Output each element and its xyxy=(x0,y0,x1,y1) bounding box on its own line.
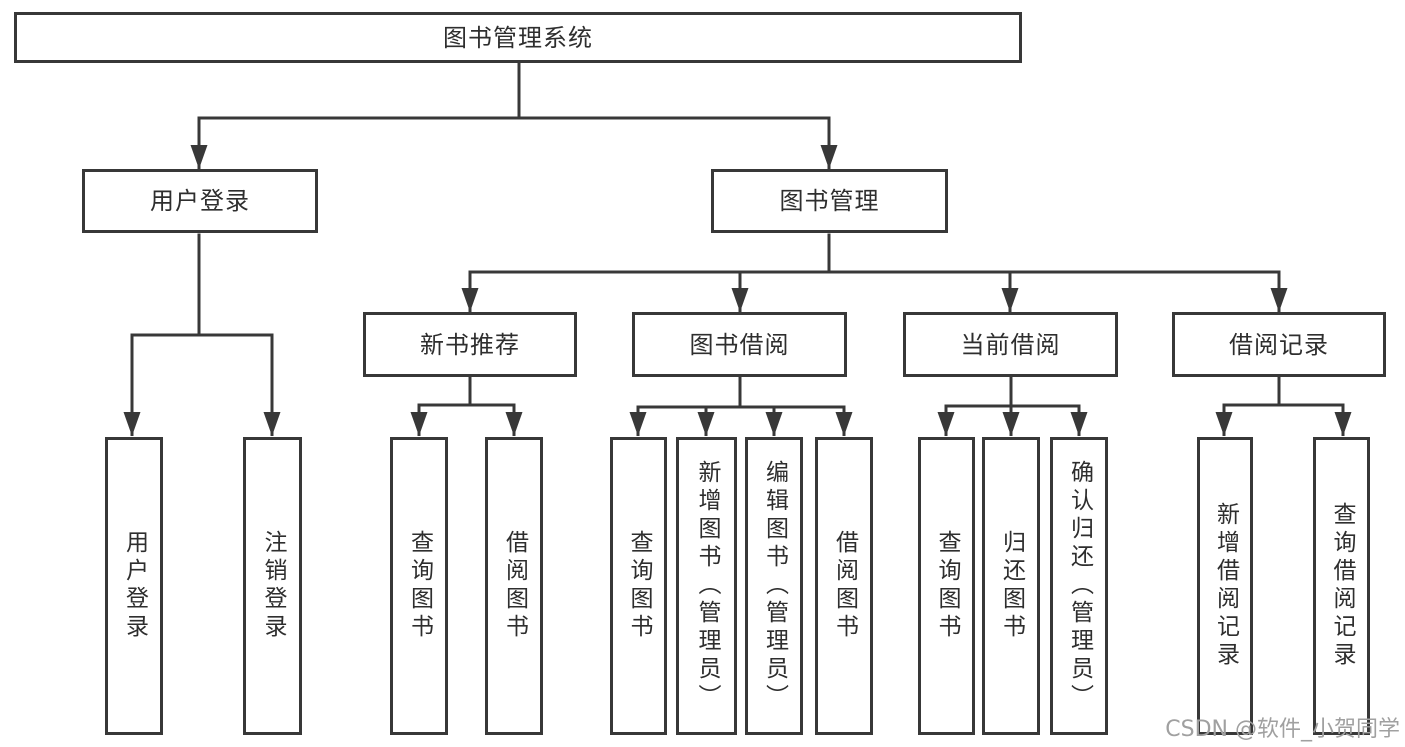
node-label: 注销登录 xyxy=(260,530,286,642)
node-label: 图书管理 xyxy=(779,187,880,215)
node-label: 图书借阅 xyxy=(689,330,790,359)
node-leaf-borrow-books-2: 借阅图书 xyxy=(815,437,873,735)
node-leaf-confirm-return-admin: 确认归还（管理员） xyxy=(1050,437,1108,735)
node-leaf-edit-book-admin: 编辑图书（管理员） xyxy=(745,437,803,735)
node-label: 查询借阅记录 xyxy=(1329,502,1355,670)
node-label: 用户登录 xyxy=(121,530,148,642)
node-label: 查询图书 xyxy=(626,530,652,642)
node-leaf-query-books-1: 查询图书 xyxy=(390,437,448,735)
node-label: 用户登录 xyxy=(150,187,250,215)
node-label: 归还图书 xyxy=(998,530,1025,642)
node-leaf-query-books-2: 查询图书 xyxy=(610,437,667,735)
node-label: 查询图书 xyxy=(934,530,960,642)
node-leaf-return-books: 归还图书 xyxy=(982,437,1040,735)
node-leaf-query-borrow-record: 查询借阅记录 xyxy=(1313,437,1370,735)
node-current-borrow: 当前借阅 xyxy=(903,312,1118,377)
node-label: 借阅图书 xyxy=(501,530,528,642)
csdn-watermark: CSDN @软件_小贺同学 xyxy=(1165,717,1400,742)
node-new-book-recommend: 新书推荐 xyxy=(363,312,577,377)
node-leaf-logout: 注销登录 xyxy=(243,437,302,735)
node-user-login: 用户登录 xyxy=(82,169,318,233)
node-label: 查询图书 xyxy=(406,530,433,642)
node-borrow-records: 借阅记录 xyxy=(1172,312,1386,377)
node-leaf-add-book-admin: 新增图书（管理员） xyxy=(676,437,737,735)
node-label: 新增图书（管理员） xyxy=(694,460,720,712)
node-label: 新增借阅记录 xyxy=(1212,502,1239,670)
node-book-borrow: 图书借阅 xyxy=(632,312,847,377)
node-label: 当前借阅 xyxy=(960,330,1061,359)
node-label: 借阅记录 xyxy=(1229,330,1329,359)
node-leaf-user-login: 用户登录 xyxy=(105,437,163,735)
node-book-management-system: 图书管理系统 xyxy=(14,12,1022,63)
node-label: 确认归还（管理员） xyxy=(1066,460,1093,712)
node-label: 编辑图书（管理员） xyxy=(761,460,788,712)
node-label: 新书推荐 xyxy=(420,330,520,359)
node-label: 借阅图书 xyxy=(831,530,858,642)
node-leaf-borrow-books-1: 借阅图书 xyxy=(485,437,543,735)
node-book-management: 图书管理 xyxy=(711,169,948,233)
node-leaf-add-borrow-record: 新增借阅记录 xyxy=(1197,437,1253,735)
node-leaf-query-books-3: 查询图书 xyxy=(918,437,975,735)
node-label: 图书管理系统 xyxy=(443,23,593,52)
